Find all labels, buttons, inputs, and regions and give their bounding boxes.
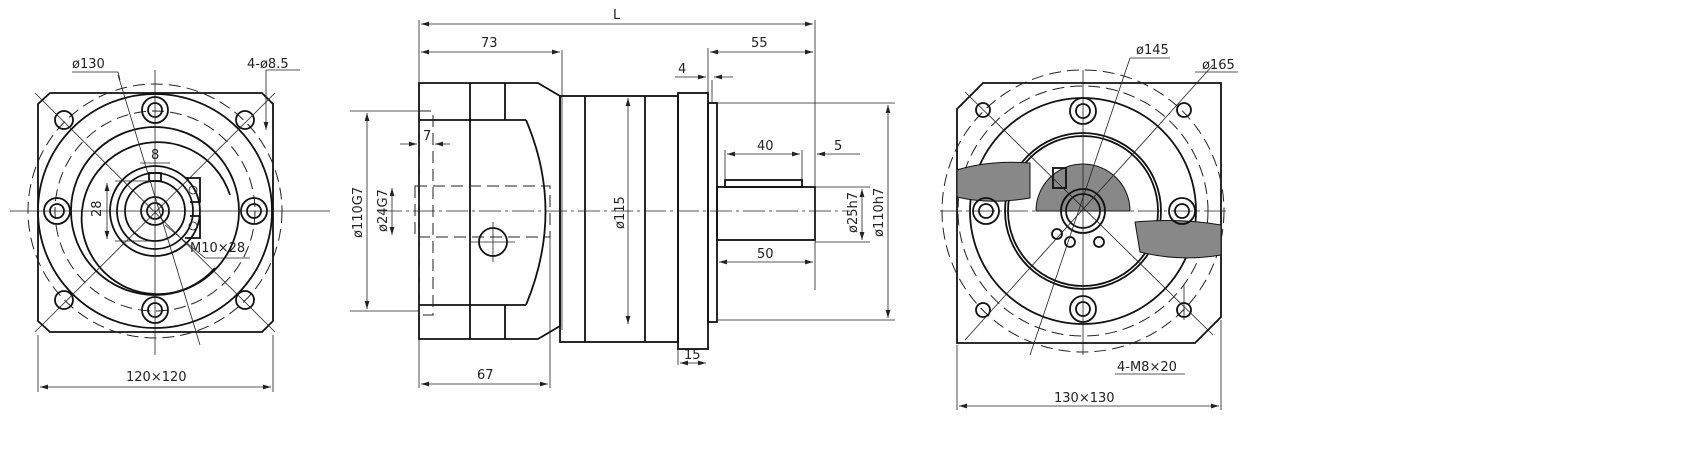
thread-label: M10×28	[190, 241, 245, 256]
shaft-span-label: 50	[757, 247, 774, 262]
pilot-length-label: 4	[678, 62, 686, 77]
input-depth-label: 7	[423, 129, 431, 144]
key-height-label: 28	[90, 200, 105, 217]
input-shaft-label: ø24G7	[376, 189, 391, 232]
key-width-label: 8	[151, 148, 159, 163]
input-end-view: ø130 4-ø8.5 8 28 M10×28 120×120	[10, 57, 330, 392]
key-offset-label: 5	[834, 139, 842, 154]
pcd-outer-label: ø165	[1202, 58, 1235, 73]
holes-label: 4-ø8.5	[247, 57, 289, 72]
key-length-label: 40	[757, 139, 774, 154]
input-bore-label: ø110G7	[351, 187, 366, 238]
bolt-holes	[43, 96, 268, 324]
body-length-label: 73	[481, 36, 498, 51]
total-length-label: L	[613, 8, 621, 23]
square-label: 130×130	[1054, 391, 1115, 406]
shaft-length-label: 55	[751, 36, 768, 51]
pcd-inner-label: ø145	[1136, 43, 1169, 58]
flange-thickness-label: 15	[684, 348, 701, 363]
output-pilot-label: ø110h7	[872, 188, 887, 237]
pcd-label: ø130	[72, 57, 105, 72]
square-label: 120×120	[126, 370, 187, 385]
output-end-view: ø145 ø165 4-M8×20 130×130	[940, 43, 1238, 410]
tapped-holes-label: 4-M8×20	[1117, 360, 1177, 375]
output-shaft-label: ø25h7	[846, 192, 861, 233]
input-length-label: 67	[477, 368, 494, 383]
body-dia-label: ø115	[613, 196, 628, 229]
side-view: L 73 55 4 7 40 5 ø110G7 ø24G7 ø115 ø25h7…	[350, 8, 895, 388]
